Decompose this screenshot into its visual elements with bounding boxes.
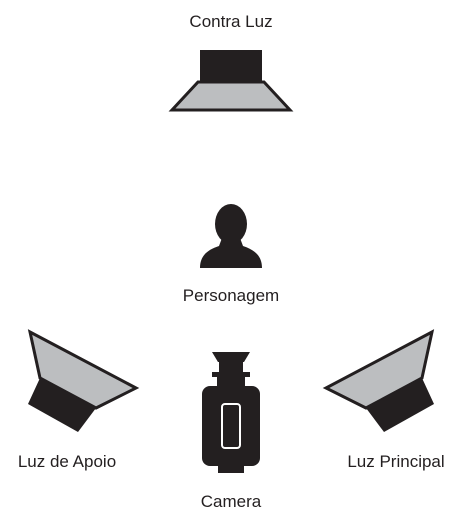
video-camera-icon xyxy=(202,352,260,473)
luz-de-apoio-label: Luz de Apoio xyxy=(17,452,117,471)
luz-principal-label: Luz Principal xyxy=(347,452,445,471)
person-silhouette-icon xyxy=(200,204,262,268)
personagem-label: Personagem xyxy=(182,286,280,305)
fill-light-icon xyxy=(27,329,140,432)
contra-luz-label: Contra Luz xyxy=(189,12,273,31)
key-light-icon xyxy=(322,329,435,432)
back-light-icon xyxy=(168,50,294,112)
camera-label: Camera xyxy=(200,492,262,511)
